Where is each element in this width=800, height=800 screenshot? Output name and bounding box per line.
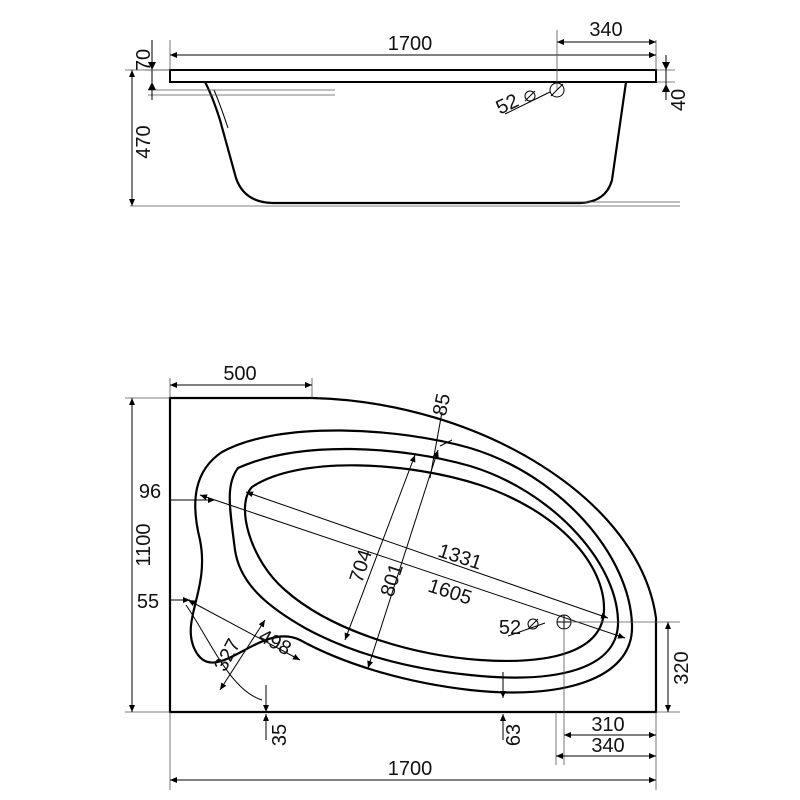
label-total-width: 1100 (133, 523, 155, 566)
label-side-overflow-offset: 340 (589, 19, 622, 41)
label-seat-gap: 35 (269, 724, 291, 746)
label-plan-length: 1700 (388, 758, 433, 780)
side-rim (169, 69, 657, 83)
label-rim-width: 85 (429, 392, 455, 418)
label-overflow-drop: 40 (668, 89, 690, 111)
plan-outer-outline (168, 396, 658, 714)
plan-basin (243, 464, 606, 662)
side-body-inner (213, 89, 229, 129)
drain-hole-icon (556, 614, 572, 630)
label-seat-depth: 327 (210, 635, 245, 675)
label-outer-width: 801 (377, 561, 408, 600)
arrow-head (148, 62, 156, 70)
leader-overflow (504, 91, 551, 115)
label-side-length: 1700 (388, 33, 433, 55)
arrow-head (662, 84, 670, 92)
plan-rim-outer (189, 429, 634, 694)
label-drain-offset-outer: 340 (591, 735, 624, 757)
label-seat-diagonal: 498 (255, 625, 295, 660)
label-drain-offset-inner: 310 (591, 714, 624, 736)
label-overflow-diameter: 52 (493, 90, 522, 119)
arrow-head (148, 82, 156, 90)
label-outer-length: 1605 (425, 575, 474, 610)
label-front-gap: 63 (503, 724, 525, 746)
label-seat-lower-offset: 55 (137, 591, 159, 613)
label-rim-thickness: 70 (133, 49, 155, 71)
arrow-head (662, 62, 670, 70)
dim-line-85 (429, 411, 443, 479)
label-inner-length: 1331 (435, 540, 484, 575)
side-view: 1700 340 70 470 40 52 (125, 19, 690, 207)
label-depth: 470 (133, 125, 155, 158)
plan-view: 1331 1605 704 801 85 500 1100 96 55 327 … (125, 363, 693, 790)
leader-drain (507, 622, 546, 637)
diameter-symbol-icon (527, 618, 539, 630)
dim-line-327 (219, 619, 266, 691)
dim-tick (439, 439, 453, 447)
dim-line-801 (367, 449, 439, 669)
label-seat-offset: 96 (139, 481, 161, 503)
overflow-hole-icon (549, 82, 565, 98)
label-drain-height: 320 (671, 651, 693, 684)
diameter-symbol-icon (524, 90, 536, 102)
label-inner-width: 704 (346, 547, 377, 586)
label-drain-diameter: 52 (499, 617, 521, 639)
label-corner-width: 500 (223, 363, 256, 385)
side-body (204, 81, 628, 205)
